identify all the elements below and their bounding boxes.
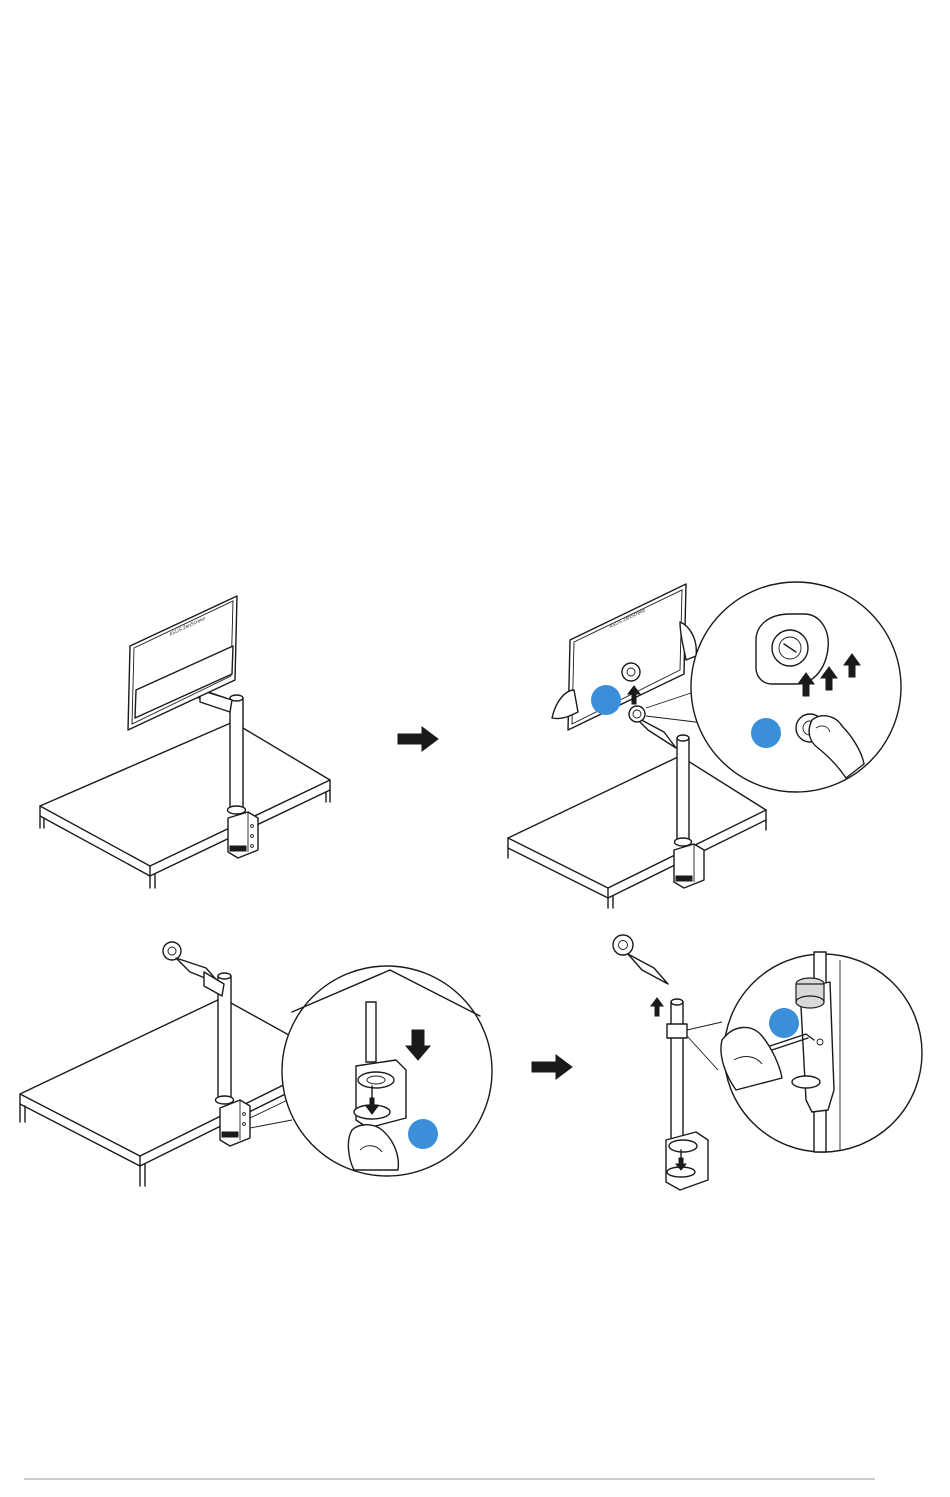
pole: [667, 999, 687, 1140]
desk-clamp: [674, 844, 704, 888]
zoom-detail-unlock: [691, 582, 901, 792]
arrow-right-icon: [398, 727, 438, 751]
monitor-arm: [613, 935, 668, 984]
portable-monitor: ASUS ZenScreen: [568, 584, 686, 730]
panel-monitor-on-arm: ASUS ZenScreen: [40, 596, 330, 888]
pole: [675, 735, 692, 846]
panel-remove-monitor-from-arm: ASUS ZenScreen: [508, 582, 901, 908]
monitor-arm: [629, 706, 676, 748]
desk: [508, 756, 766, 908]
desk-clamp: [228, 812, 258, 858]
pole: [228, 695, 246, 814]
step-badge: [408, 1119, 438, 1149]
panel-loosen-clamp: [20, 942, 492, 1186]
zoom-detail-hex-key: [721, 952, 922, 1152]
step-badge: [591, 685, 621, 715]
step-badge: [769, 1008, 799, 1038]
desk-clamp: [220, 1100, 250, 1146]
step-badge: [751, 718, 781, 748]
desk: [40, 722, 330, 888]
arrow-up-icon: [651, 998, 663, 1016]
portable-monitor: ASUS ZenScreen: [128, 596, 237, 730]
arrow-right-icon: [532, 1055, 572, 1079]
panel-remove-arm-from-pole: [613, 935, 922, 1190]
desk-clamp: [666, 1132, 708, 1190]
monitor-arm: [163, 942, 224, 996]
zoom-detail-clamp: [282, 966, 492, 1176]
